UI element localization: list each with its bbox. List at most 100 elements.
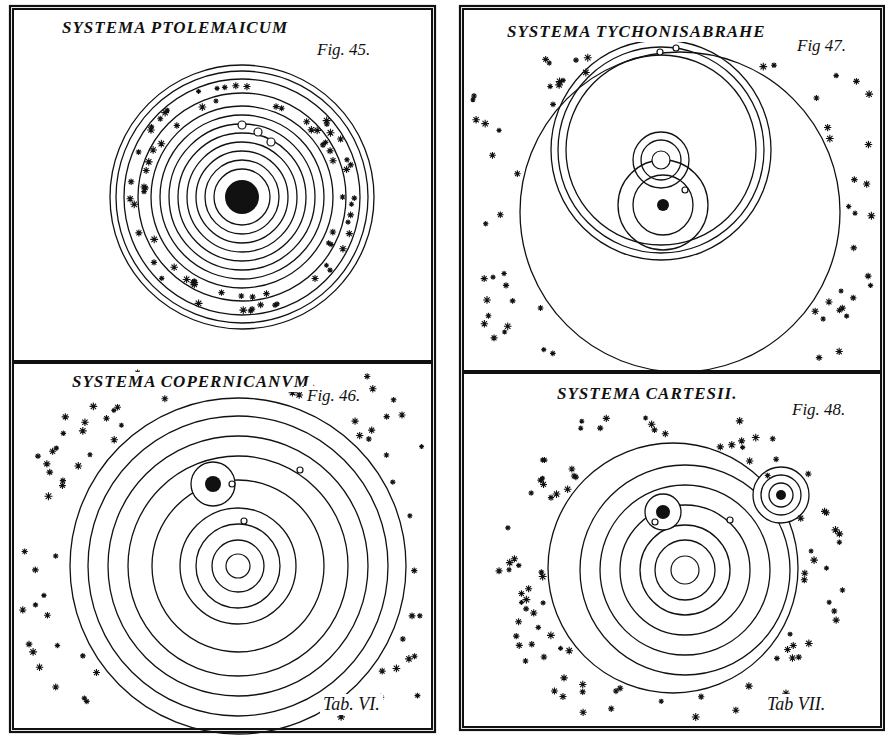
star-mark [384,452,390,458]
star-mark [523,606,529,612]
star-mark [384,414,390,420]
star-mark [603,415,610,422]
star-mark [548,495,554,501]
star-mark [513,633,519,639]
star-mark [504,322,512,330]
star-mark [36,664,43,671]
star-mark [53,553,59,559]
star-mark [327,147,334,154]
star-mark [813,95,819,101]
star-mark [196,89,201,94]
star-mark [400,636,406,642]
star-mark [496,567,503,574]
star-mark [506,567,511,572]
star-mark [218,290,224,296]
star-mark [579,419,584,424]
star-mark [26,641,33,648]
star-mark [472,116,480,124]
star-mark [827,600,832,605]
star-mark [35,453,41,459]
star-mark [516,642,523,649]
star-mark [419,444,424,449]
star-mark [145,158,153,166]
star-mark [49,448,56,455]
star-mark [159,276,164,281]
star-mark [272,302,278,308]
star-mark [529,641,536,648]
star-mark [501,271,506,276]
star-mark [232,82,239,89]
star-mark [797,515,804,522]
star-mark [868,283,873,288]
star-mark [771,62,777,68]
star-mark [215,86,220,91]
star-mark [263,290,270,297]
star-mark [519,600,524,605]
star-mark [119,423,124,428]
star-mark [161,395,168,402]
star-mark [41,593,46,598]
star-mark [867,212,875,220]
star-mark [195,299,203,307]
star-mark [417,613,423,619]
star-mark [555,81,563,89]
star-mark [659,699,664,704]
star-mark [356,432,363,439]
star-mark [539,569,545,575]
star-mark [732,707,739,714]
star-mark [573,57,579,63]
star-mark [837,539,843,545]
star-mark [313,127,321,135]
star-mark [174,122,180,128]
star-mark [584,54,592,62]
star-mark [516,563,521,568]
star-mark [481,320,488,327]
star-mark [550,101,556,107]
star-mark [571,473,578,480]
star-mark [379,668,386,675]
star-mark [90,403,98,411]
star-mark [502,329,507,334]
star-mark [81,419,88,426]
star-mark [295,391,303,399]
star-mark [826,135,834,143]
star-mark [752,434,760,442]
star-mark [340,194,346,200]
star-mark [470,97,475,102]
star-mark [518,590,525,597]
star-mark [522,596,530,604]
star-mark [511,555,518,562]
star-mark [812,308,819,315]
star-mark [774,656,780,662]
star-mark [821,508,828,515]
star-mark [347,212,354,219]
plate-title: SYSTEMA TYCHONISABRAHE [504,22,769,42]
star-mark [514,170,521,177]
star-mark [698,694,704,700]
star-mark [796,654,802,660]
star-mark [503,282,509,288]
star-mark [337,136,344,143]
star-mark [816,354,823,361]
star-mark [852,211,857,216]
star-mark [239,306,247,314]
star-mark [801,576,808,583]
plate-title: SYSTEMA CARTESII. [554,384,740,404]
star-mark [851,176,858,183]
star-mark [249,306,255,312]
star-mark [740,445,745,450]
star-mark [44,492,52,500]
star-mark [369,385,376,392]
star-mark [564,485,572,493]
star-mark [398,411,405,418]
star-mark [579,681,586,688]
star-mark [863,180,870,187]
star-mark [150,235,158,243]
star-mark [103,415,109,421]
star-mark [238,293,244,299]
star-mark [22,548,28,554]
star-mark [643,415,648,420]
star-mark [59,482,66,489]
star-mark [405,655,413,663]
star-mark [790,642,797,649]
